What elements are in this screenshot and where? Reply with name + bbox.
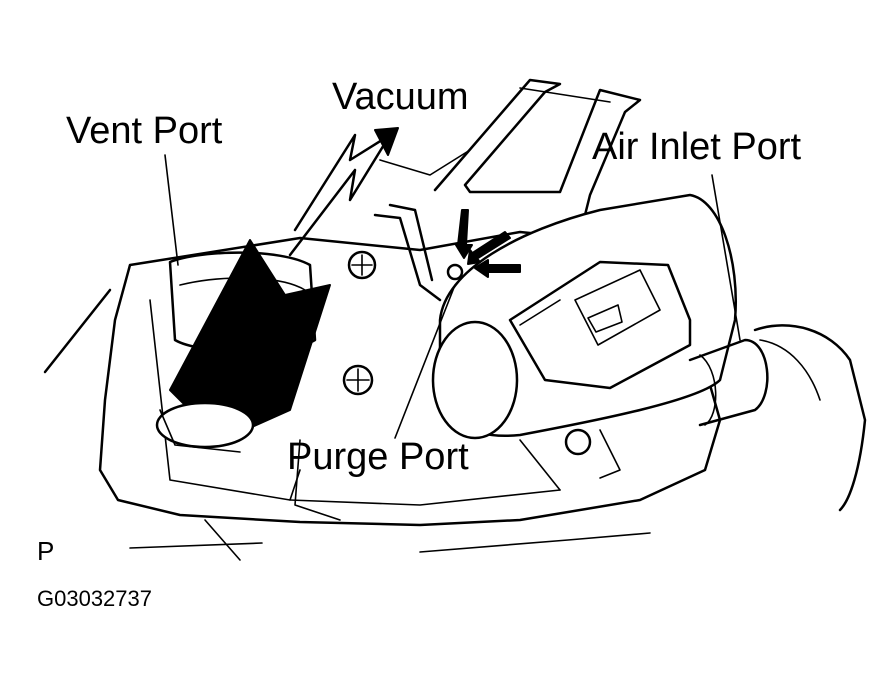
vent-port-label: Vent Port — [66, 110, 223, 152]
purge-port-label: Purge Port — [287, 436, 469, 478]
purge-port-leader — [394, 284, 456, 439]
body-edge-line — [43, 288, 112, 374]
bolt-lower — [342, 364, 374, 396]
vacuum-label: Vacuum — [332, 76, 469, 118]
bolt-right — [564, 428, 592, 456]
air-inlet-hose — [688, 338, 769, 427]
air-inlet-port-label: Air Inlet Port — [592, 126, 802, 168]
vent-port-leader — [164, 154, 179, 266]
purge-port-nipple — [446, 263, 464, 281]
figure-code-label: G03032737 — [37, 586, 152, 611]
mounting-bracket — [433, 78, 642, 217]
view-marker-label: P — [37, 536, 55, 566]
hand-outline — [753, 324, 867, 512]
purge-arrow-3 — [474, 259, 521, 278]
vent-port-body — [168, 251, 317, 353]
vsv-connector — [508, 260, 692, 390]
canister-housing — [98, 230, 722, 527]
air-inlet-leader — [711, 174, 741, 341]
bolt-upper — [347, 250, 377, 280]
purge-arrow-2 — [467, 231, 511, 265]
vent-port-hose — [169, 239, 331, 431]
vent-port-end — [155, 401, 255, 449]
purge-arrow-1 — [455, 209, 473, 259]
vacuum-arrow — [288, 133, 392, 257]
